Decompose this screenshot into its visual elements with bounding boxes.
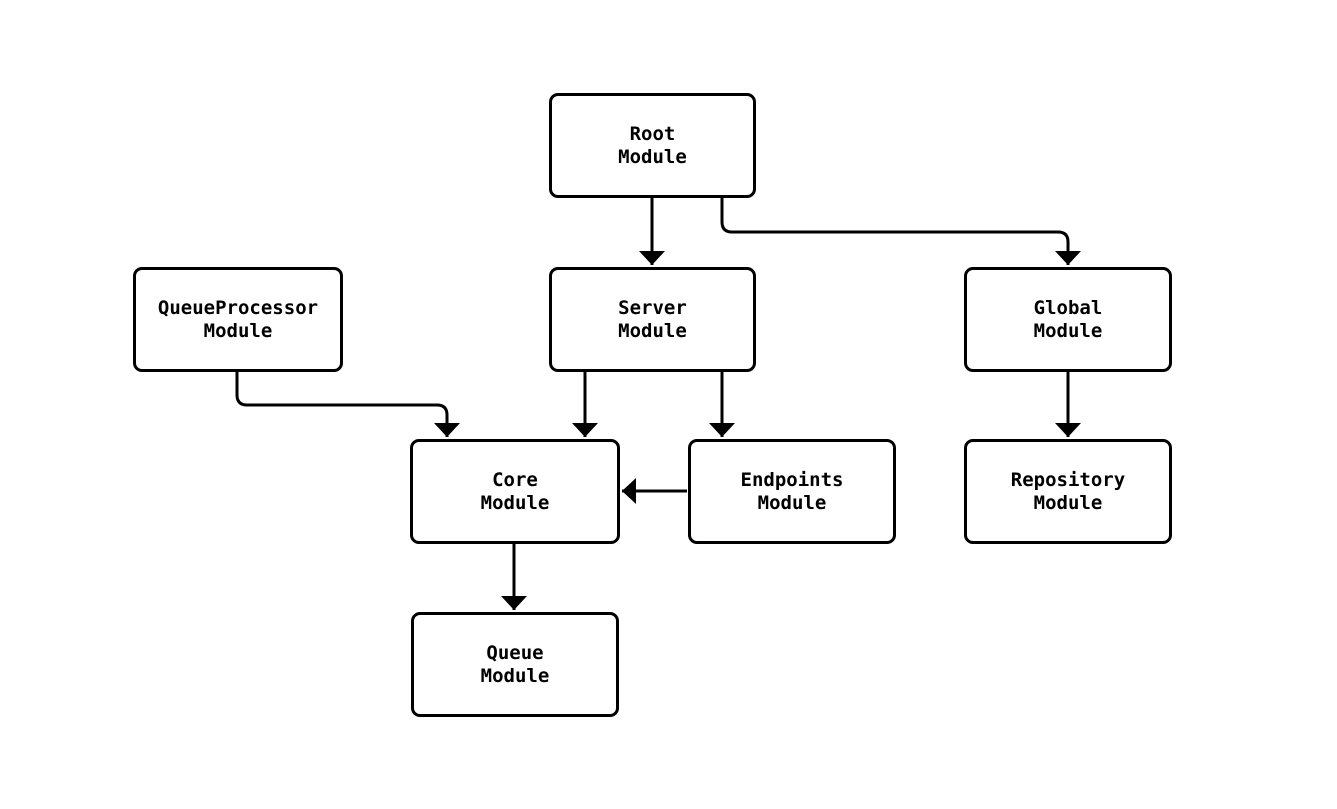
node-server-label-line: Server <box>618 296 687 319</box>
node-queueprocessor-label-line: Module <box>203 319 273 342</box>
node-server-label-line: Module <box>618 319 687 342</box>
node-global-label-line: Global <box>1033 296 1103 319</box>
edge-queueprocessor-to-core <box>235 372 460 437</box>
node-endpoints-label-line: Module <box>757 491 827 514</box>
node-core-label-line: Core <box>492 468 538 491</box>
node-core-label-line: Module <box>480 491 550 514</box>
node-repository-label-line: Repository <box>1010 468 1126 491</box>
node-root-label-line: Module <box>618 145 687 168</box>
node-global-label-line: Module <box>1033 319 1103 342</box>
node-queue-label-line: Module <box>480 664 550 687</box>
node-root-label-line: Root <box>629 122 676 145</box>
node-repository-label-line: Module <box>1033 491 1103 514</box>
node-queueprocessor-label-line: QueueProcessor <box>157 296 319 319</box>
edge-root-to-global <box>720 198 1081 265</box>
node-queue-label-line: Queue <box>486 641 544 664</box>
node-endpoints-label-line: Endpoints <box>740 468 844 491</box>
